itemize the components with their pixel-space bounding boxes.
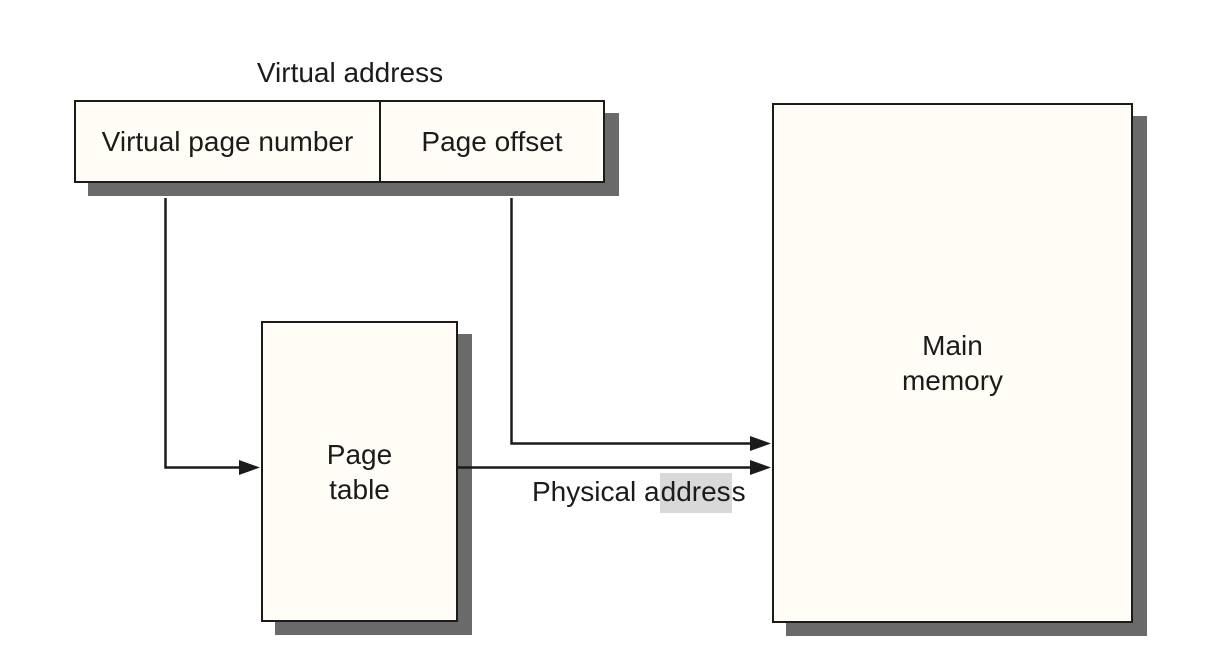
page-table-label-line2: table — [329, 473, 390, 505]
physical-address-label: Physical address — [532, 473, 746, 513]
physical-address-highlighted-text: ddres — [659, 473, 732, 513]
vpn-to-page-table-arrow — [164, 198, 260, 475]
virtual-address-box: Virtual page number Page offset — [74, 100, 605, 183]
physical-address-suffix: s — [731, 476, 746, 507]
main-memory-box: Main memory — [772, 103, 1133, 623]
virtual-address-title: Virtual address — [256, 57, 444, 88]
page-table-label-line1: Page — [326, 438, 393, 470]
page-offset-field: Page offset — [421, 125, 563, 157]
page-offset-to-main-memory-arrow — [510, 198, 771, 451]
physical-address-prefix: Physical a — [532, 476, 660, 507]
page-table-box: Page table — [261, 321, 458, 622]
main-memory-label-line1: Main — [922, 330, 983, 361]
virtual-page-number-field: Virtual page number — [76, 102, 381, 181]
main-memory-label-line2: memory — [901, 365, 1004, 396]
